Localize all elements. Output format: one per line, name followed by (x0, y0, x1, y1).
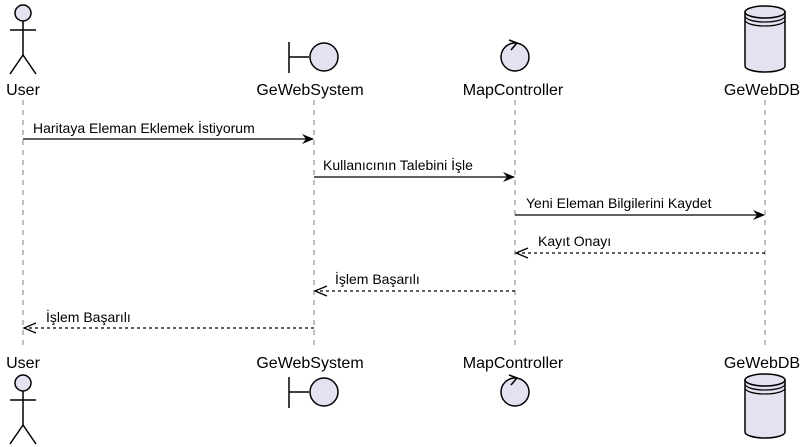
participant-label-mapcontroller: MapController (463, 82, 564, 99)
boundary-icon (288, 377, 339, 408)
actor-icon (9, 4, 37, 75)
participant-label-gewebdb-bottom: GeWebDB (724, 355, 800, 372)
participant-label-gewebsystem: GeWebSystem (256, 82, 363, 99)
message-label-6: İşlem Başarılı (46, 308, 131, 325)
database-icon (744, 5, 786, 73)
control-icon (500, 374, 530, 407)
reply-arrowhead-4 (514, 247, 529, 259)
message-label-3: Yeni Eleman Bilgilerini Kaydet (526, 195, 712, 211)
actor-icon (9, 374, 37, 445)
participant-label-gewebdb: GeWebDB (724, 82, 800, 99)
reply-arrowhead-5 (313, 285, 328, 297)
message-label-4: Kayıt Onayı (538, 233, 611, 249)
boundary-icon (288, 42, 339, 73)
control-icon (500, 39, 530, 72)
participant-label-mapcontroller-bottom: MapController (463, 355, 564, 372)
message-label-1: Haritaya Eleman Eklemek İstiyorum (33, 119, 255, 136)
participant-label-user-bottom: User (6, 355, 40, 372)
reply-arrowhead-6 (22, 322, 37, 334)
message-label-5: İşlem Başarılı (335, 270, 420, 287)
participant-label-user: User (6, 82, 40, 99)
database-icon (744, 373, 786, 439)
message-label-2: Kullanıcının Talebini İşle (323, 156, 473, 173)
participant-label-gewebsystem-bottom: GeWebSystem (256, 355, 363, 372)
